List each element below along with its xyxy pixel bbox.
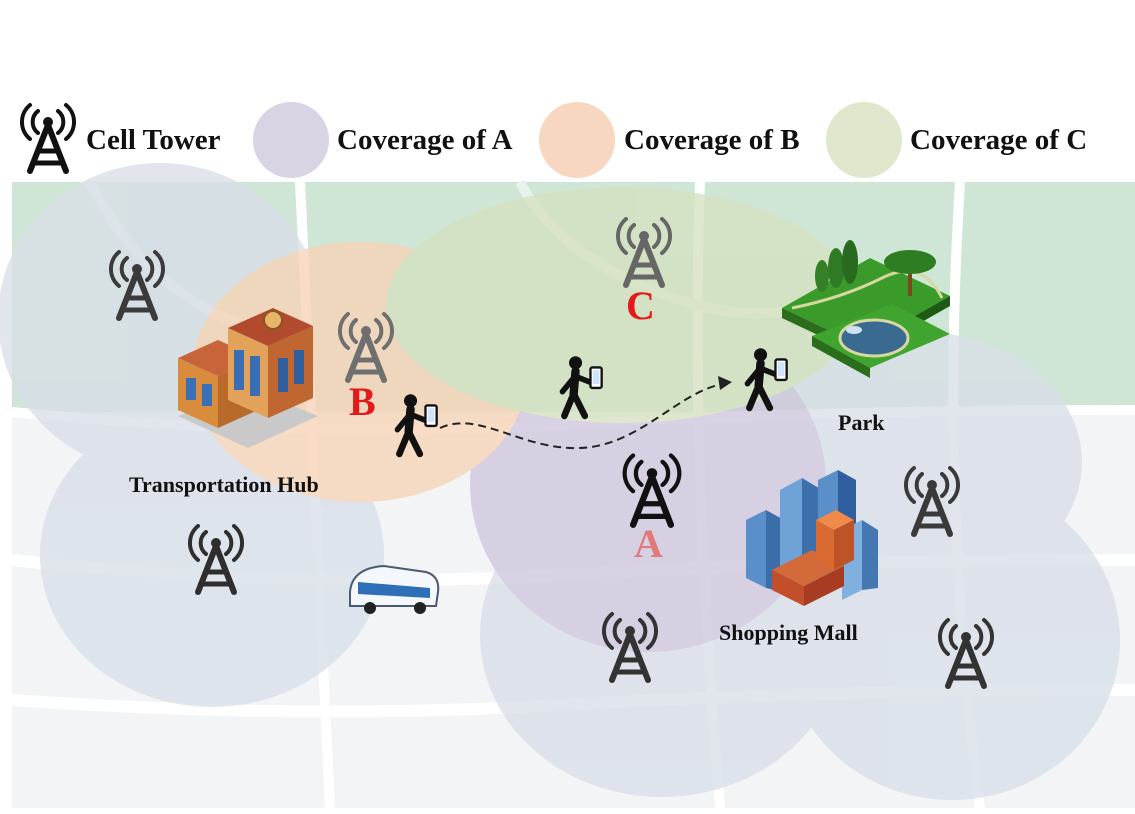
legend-label-coverage-c: Coverage of C	[910, 124, 1088, 156]
cell-label-b: B	[349, 379, 376, 424]
place-label-park: Park	[838, 410, 885, 435]
trajectory-arrowhead	[718, 376, 732, 390]
legend	[22, 102, 902, 178]
legend-swatch-b	[539, 102, 615, 178]
bus-icon	[349, 564, 440, 614]
coverage-ellipse-c	[386, 187, 858, 423]
legend-label-coverage-b: Coverage of B	[624, 124, 800, 156]
park-icon	[782, 240, 950, 378]
legend-label-cell-tower: Cell Tower	[86, 124, 221, 156]
trajectory-path	[439, 383, 725, 450]
legend-swatch-a	[253, 102, 329, 178]
legend-swatch-c	[826, 102, 902, 178]
legend-label-coverage-a: Coverage of A	[337, 124, 513, 156]
building-icon	[178, 308, 318, 448]
place-label-shopping-mall: Shopping Mall	[719, 620, 858, 645]
cell-tower-icon	[22, 105, 74, 171]
cell-label-c: C	[626, 283, 655, 328]
cell-label-a: A	[634, 521, 663, 566]
mall-icon	[746, 470, 878, 606]
place-label-transportation-hub: Transportation Hub	[129, 472, 319, 497]
